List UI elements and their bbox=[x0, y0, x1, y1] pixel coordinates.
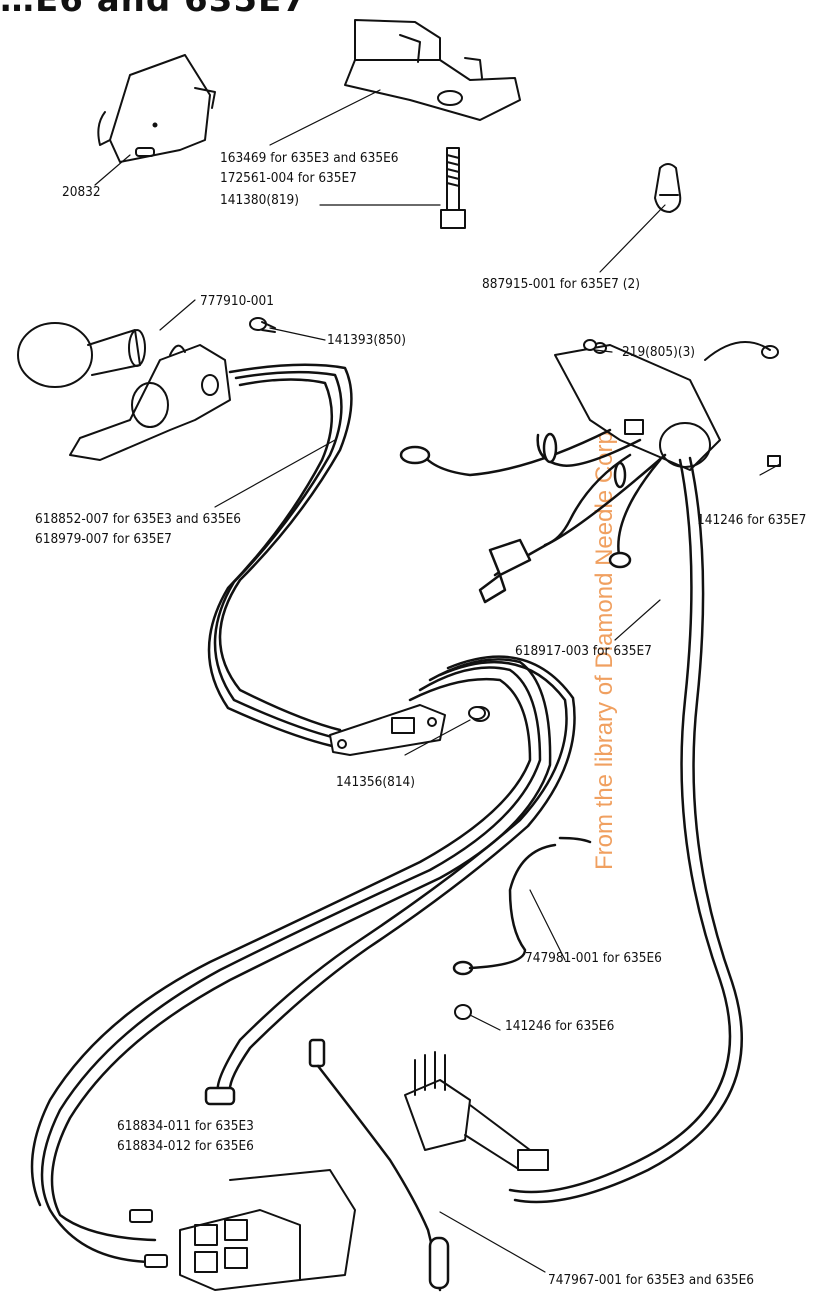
label-618834-011: 618834-011 for 635E3 bbox=[117, 1118, 254, 1134]
wire-747967 bbox=[308, 1038, 450, 1292]
label-219: 219(805)(3) bbox=[622, 344, 695, 360]
ground-wire-747981 bbox=[452, 836, 592, 976]
label-172561: 172561-004 for 635E7 bbox=[220, 170, 357, 186]
label-887915: 887915-001 for 635E7 (2) bbox=[482, 276, 640, 292]
label-618852: 618852-007 for 635E3 and 635E6 bbox=[35, 511, 241, 527]
label-141393: 141393(850) bbox=[327, 332, 406, 348]
switch-assembly bbox=[329, 704, 490, 756]
connector-cap-part-887915 bbox=[654, 163, 682, 213]
label-747967: 747967-001 for 635E3 and 635E6 bbox=[548, 1272, 754, 1288]
bracket-part-163469 bbox=[344, 19, 521, 121]
leader-lines bbox=[94, 89, 781, 1273]
screw-part-219 bbox=[583, 339, 597, 351]
clip-part-20832 bbox=[97, 54, 216, 163]
receptacle-618834 bbox=[129, 1169, 356, 1291]
main-wires bbox=[30, 655, 576, 1264]
label-777910: 777910-001 bbox=[200, 293, 274, 309]
bulb-part-777910 bbox=[17, 322, 146, 388]
terminal-plate-618917 bbox=[554, 341, 779, 471]
plug-connector bbox=[404, 1051, 549, 1171]
label-141246-e6: 141246 for 635E6 bbox=[505, 1018, 614, 1034]
label-747981: 747981-001 for 635E6 bbox=[525, 950, 662, 966]
screw-part-141246-e7 bbox=[767, 455, 781, 467]
label-163469: 163469 for 635E3 and 635E6 bbox=[220, 150, 398, 166]
label-618979: 618979-007 for 635E7 bbox=[35, 531, 172, 547]
plate-wires bbox=[399, 428, 743, 1204]
label-141380: 141380(819) bbox=[220, 192, 299, 208]
label-618834-012: 618834-012 for 635E6 bbox=[117, 1138, 254, 1154]
wire-harness-618852 bbox=[207, 363, 353, 748]
label-141356: 141356(814) bbox=[336, 774, 415, 790]
screw-part-141393 bbox=[249, 317, 276, 333]
lamp-socket bbox=[69, 344, 231, 461]
screw-part-141246-e6 bbox=[454, 1004, 472, 1020]
screw-part-141356 bbox=[468, 706, 486, 720]
label-20832: 20832 bbox=[62, 184, 101, 200]
label-618917: 618917-003 for 635E7 bbox=[515, 643, 652, 659]
label-141246-e7: 141246 for 635E7 bbox=[697, 512, 806, 528]
screw-part-141380 bbox=[440, 147, 466, 229]
page-title: …E6 and 635E7 bbox=[0, 0, 307, 20]
